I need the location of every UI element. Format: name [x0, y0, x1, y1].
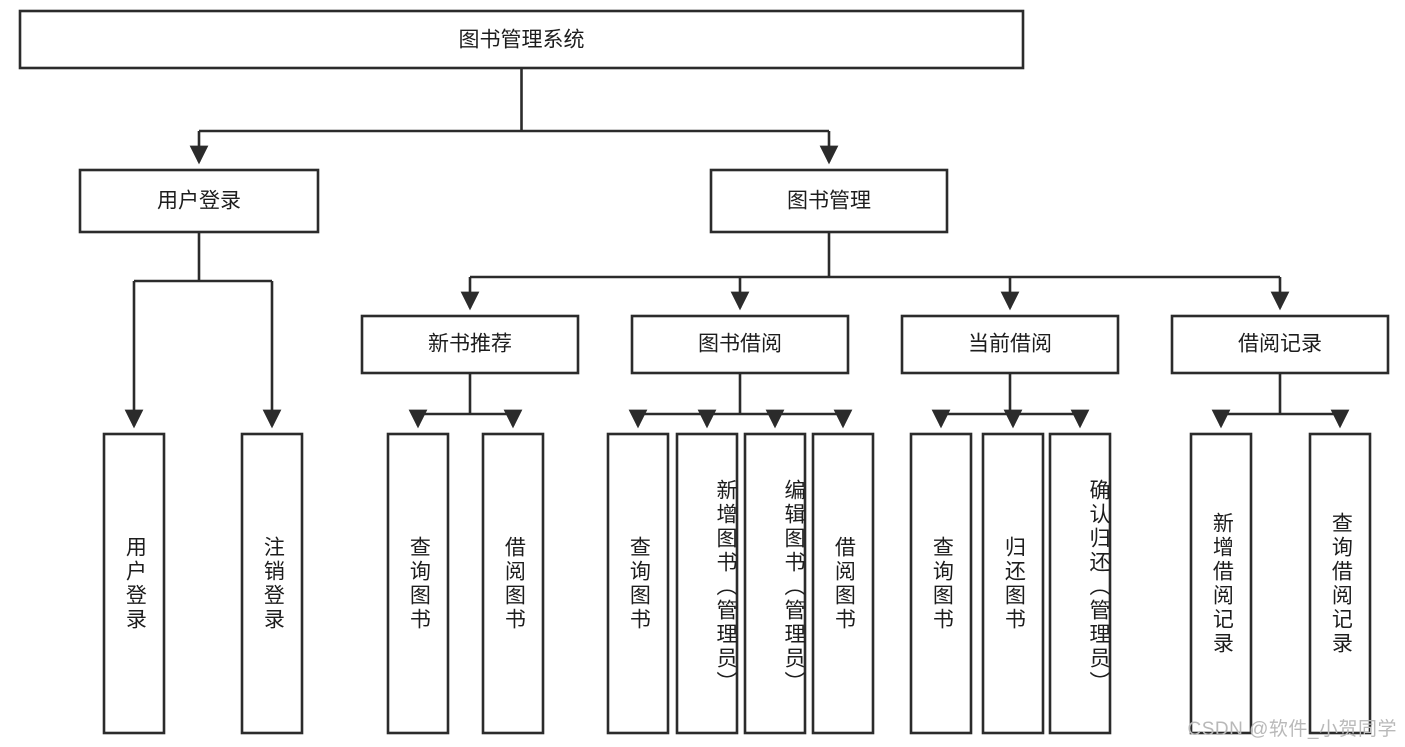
node-new-book-recommend-label: 新书推荐 — [428, 333, 512, 356]
node-user-login-label: 用户登录 — [157, 190, 241, 213]
node-book-borrow-box[interactable] — [630, 314, 850, 375]
node-root-box[interactable] — [18, 9, 1025, 70]
leaf-box-group — [102, 432, 1372, 735]
node-current-borrow[interactable]: 当前借阅 — [900, 314, 1120, 375]
node-current-borrow-box[interactable] — [900, 314, 1120, 375]
node-new-book-recommend-box[interactable] — [360, 314, 580, 375]
node-user-login[interactable]: 用户登录 — [78, 168, 320, 234]
leaf-box-confirm-return[interactable] — [1048, 432, 1112, 735]
node-book-management-box[interactable] — [709, 168, 949, 234]
leaf-box-add-book-admin[interactable] — [675, 432, 739, 735]
node-borrow-record-label: 借阅记录 — [1238, 333, 1322, 356]
leaf-box-query-record[interactable] — [1308, 432, 1372, 735]
leaf-box-borrow-book[interactable] — [811, 432, 875, 735]
leaf-box-return-book[interactable] — [981, 432, 1045, 735]
node-root-label: 图书管理系统 — [459, 29, 585, 52]
connector-group — [124, 68, 1350, 429]
node-borrow-record[interactable]: 借阅记录 — [1170, 314, 1390, 375]
node-book-borrow[interactable]: 图书借阅 — [630, 314, 850, 375]
csdn-watermark: CSDN @软件_小贺同学 — [1187, 719, 1397, 740]
node-root[interactable]: 图书管理系统 — [18, 9, 1025, 70]
node-current-borrow-label: 当前借阅 — [968, 333, 1052, 356]
leaf-box-query-book-borrow[interactable] — [606, 432, 670, 735]
node-book-management[interactable]: 图书管理 — [709, 168, 949, 234]
leaf-box-edit-book-admin[interactable] — [743, 432, 807, 735]
node-user-login-box[interactable] — [78, 168, 320, 234]
node-book-borrow-label: 图书借阅 — [698, 333, 782, 356]
node-new-book-recommend[interactable]: 新书推荐 — [360, 314, 580, 375]
leaf-box-query-book-cur[interactable] — [909, 432, 973, 735]
leaf-box-logout[interactable] — [240, 432, 304, 735]
node-borrow-record-box[interactable] — [1170, 314, 1390, 375]
leaf-box-borrow-book-new[interactable] — [481, 432, 545, 735]
node-book-management-label: 图书管理 — [787, 190, 871, 213]
leaf-box-query-book-new[interactable] — [386, 432, 450, 735]
leaf-box-add-record[interactable] — [1189, 432, 1253, 735]
leaf-box-user-login[interactable] — [102, 432, 166, 735]
